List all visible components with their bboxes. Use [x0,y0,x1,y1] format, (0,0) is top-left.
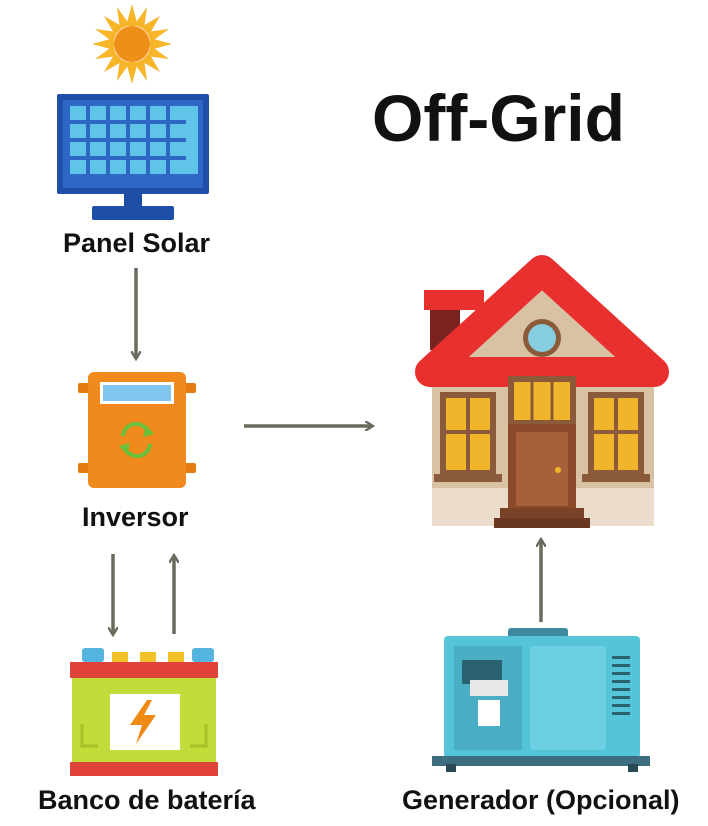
solar-panel-icon [57,94,209,220]
sun-icon [92,4,172,84]
house-icon [415,255,669,528]
inversor-label: Inversor [82,502,189,532]
panel-solar-label: Panel Solar [63,228,211,258]
banco-bateria-label: Banco de batería [38,785,256,815]
diagram-title: Off-Grid [372,81,625,155]
generator-icon [432,628,650,772]
inverter-icon [78,372,196,488]
battery-icon [70,648,218,776]
generador-label: Generador (Opcional) [402,785,680,815]
